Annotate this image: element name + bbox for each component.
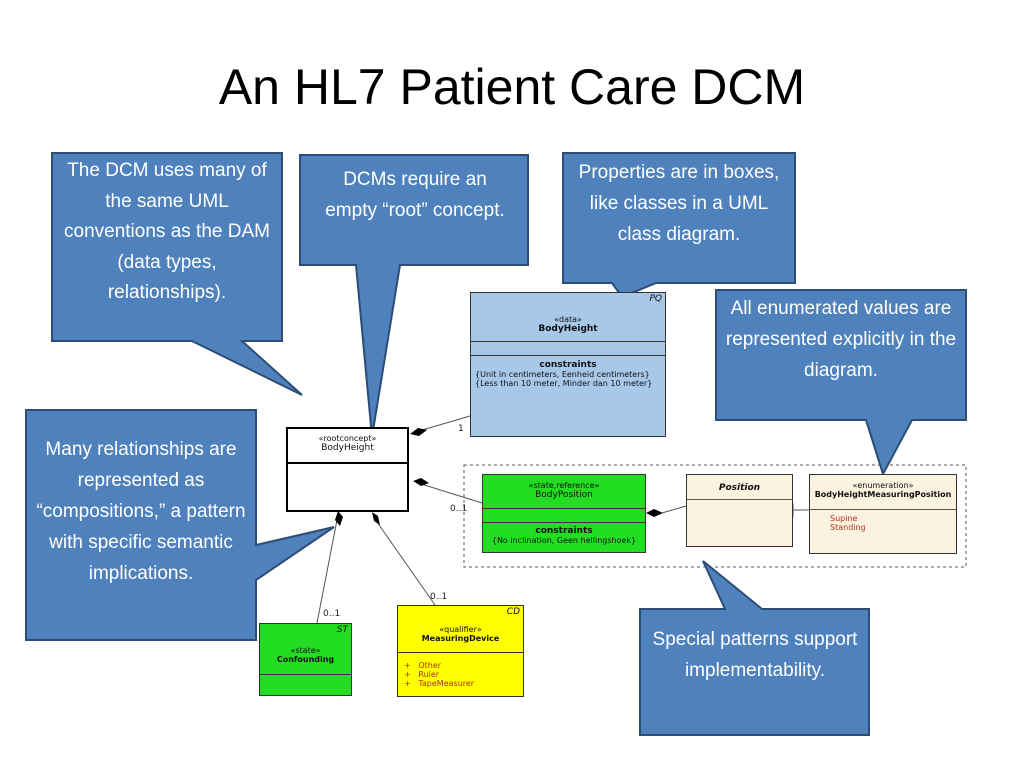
callout-shapes	[25, 152, 967, 736]
enum-value: Supine	[830, 514, 858, 523]
class-name: BodyHeight	[538, 324, 598, 334]
datatype-tag: PQ	[649, 294, 662, 304]
constraint-line: {Less than 10 meter, Minder dan 10 meter…	[475, 379, 653, 388]
callout-dcm-uses-shape	[51, 152, 303, 396]
callout-relationships: Many relationships are represented as “c…	[36, 439, 246, 584]
enum-value: Standing	[830, 523, 866, 532]
callout-properties-shape	[562, 152, 796, 299]
multiplicity-confounding: 0..1	[323, 609, 341, 619]
callout-root: DCMs require an empty “root” concept.	[325, 169, 505, 221]
class-name: BodyPosition	[535, 490, 593, 500]
callout-special: Special patterns support implementabilit…	[652, 629, 858, 681]
callout-enumerated-shape	[715, 289, 967, 477]
callout-root-shape	[299, 154, 529, 438]
datatype-tag: CD	[506, 607, 520, 617]
device-value-label: Other	[418, 661, 442, 670]
link-root-device	[376, 521, 436, 606]
diamond-root-confounding	[335, 511, 343, 526]
class-name: MeasuringDevice	[421, 634, 500, 643]
class-name: Confounding	[276, 655, 335, 664]
class-stereotype: «state,reference»	[528, 481, 600, 490]
pattern-frame	[463, 464, 967, 568]
diamond-root-bodyposition	[413, 478, 429, 486]
class-position[interactable]: Position	[686, 474, 793, 547]
class-body-height[interactable]: PQ «data» BodyHeight constraints {Unit i…	[470, 292, 666, 437]
bullet: +	[404, 661, 411, 670]
callout-relationships-shape	[25, 409, 335, 641]
link-root-confounding	[316, 519, 338, 624]
association-lines	[316, 415, 809, 624]
multiplicity-body-position: 0..1	[450, 504, 468, 514]
diamond-root-device	[372, 512, 380, 525]
diamond-root-bodyheight	[410, 428, 427, 436]
class-stereotype: «enumeration»	[852, 481, 914, 490]
device-value: + TapeMeasurer	[404, 679, 523, 688]
class-stereotype: «qualifier»	[439, 625, 482, 634]
constraint-line: {No inclination, Geen hellingshoek}	[491, 536, 637, 545]
bullet: +	[404, 679, 411, 688]
class-stereotype: «state»	[290, 646, 321, 655]
slide-title: An HL7 Patient Care DCM	[218, 59, 806, 115]
link-root-bodyposition	[417, 482, 483, 504]
class-confounding[interactable]: ST «state» Confounding	[259, 623, 352, 696]
callout-enumerated: All enumerated values are represented ex…	[725, 298, 957, 381]
section-title: constraints	[539, 360, 597, 370]
class-body-position[interactable]: «state,reference» BodyPosition constrain…	[482, 474, 646, 553]
bullet: +	[404, 670, 411, 679]
class-measuring-position[interactable]: «enumeration» BodyHeightMeasuringPositio…	[809, 474, 957, 554]
section-title: constraints	[535, 526, 593, 536]
device-value-label: Ruler	[418, 670, 440, 679]
link-bodyposition-position	[661, 505, 687, 514]
datatype-tag: ST	[336, 625, 348, 635]
multiplicity-measuring-device: 0..1	[430, 592, 448, 602]
callout-special-shape	[639, 560, 870, 736]
class-stereotype: «rootconcept»	[318, 434, 377, 443]
class-root-concept[interactable]: «rootconcept» BodyHeight	[286, 427, 409, 512]
class-name: BodyHeightMeasuringPosition	[814, 490, 952, 499]
class-name: Position	[718, 483, 761, 493]
diamond-bodyposition-position	[646, 509, 663, 517]
class-measuring-device[interactable]: CD «qualifier» MeasuringDevice + Other +…	[397, 605, 524, 697]
callout-dcm-uses: The DCM uses many of the same UML conven…	[64, 160, 270, 303]
composition-diamonds	[335, 428, 663, 526]
device-value-label: TapeMeasurer	[418, 679, 475, 688]
device-value: + Other	[404, 661, 523, 670]
class-stereotype: «data»	[554, 315, 582, 324]
multiplicity-body-height: 1	[458, 424, 464, 434]
callout-properties: Properties are in boxes, like classes in…	[578, 162, 780, 245]
device-value: + Ruler	[404, 670, 523, 679]
class-name: BodyHeight	[321, 443, 374, 453]
constraint-line: {Unit in centimeters, Eenheid centimeter…	[475, 370, 650, 379]
